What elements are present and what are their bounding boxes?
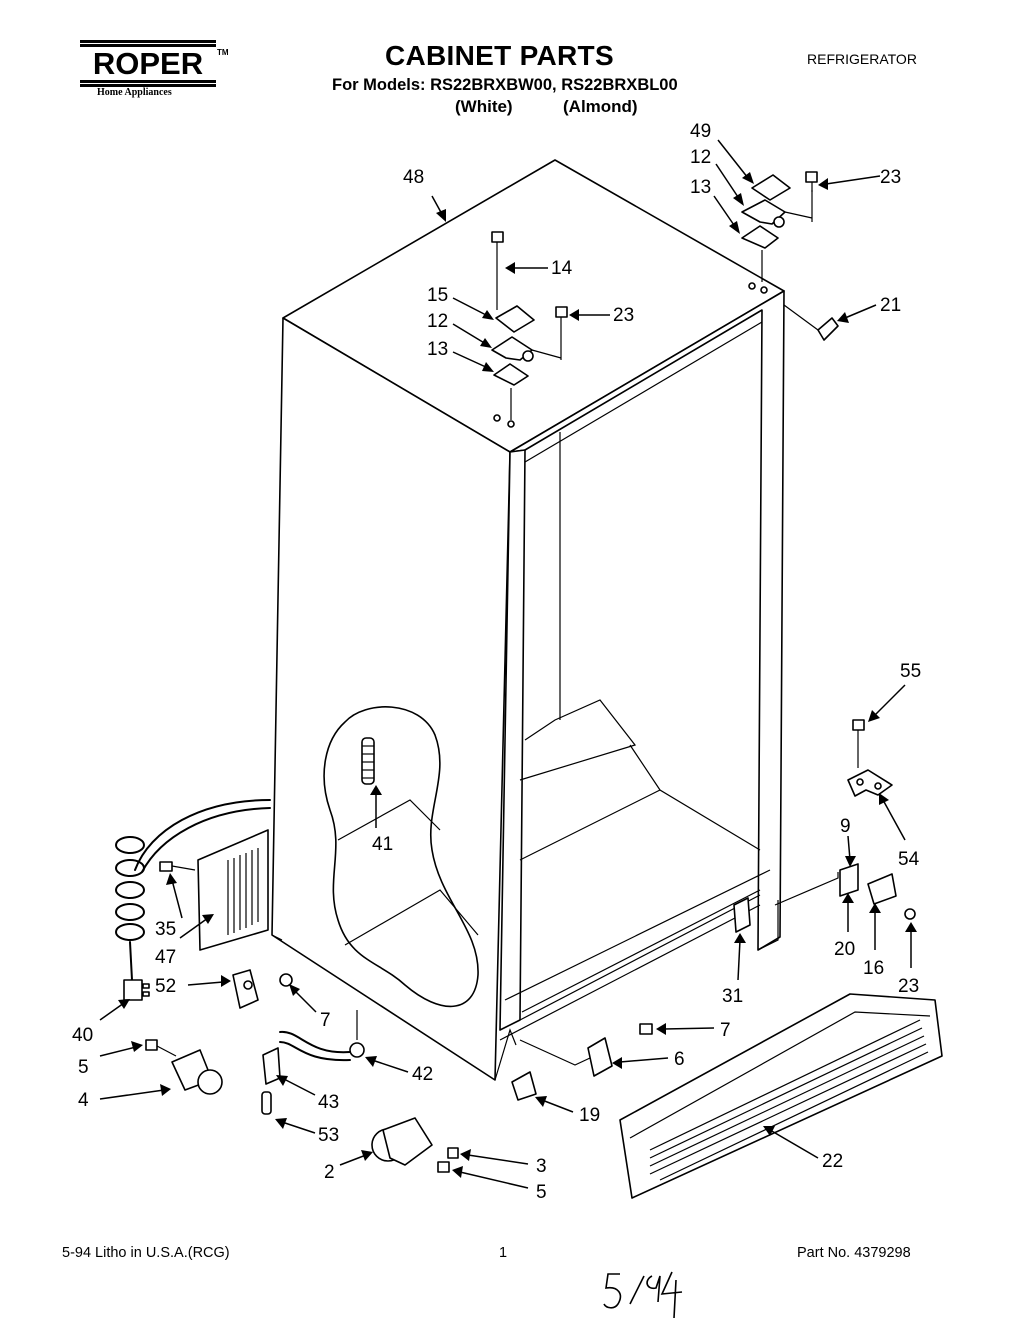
handwritten-date: [603, 1271, 683, 1319]
callout-labels: 48 49 12 13 23 14 15 23 12 13 21 55 41 9…: [72, 121, 921, 1203]
callout-7-right: 7: [720, 1020, 731, 1041]
page-title: CABINET PARTS: [385, 40, 614, 71]
callout-35: 35: [155, 919, 176, 940]
callout-21: 21: [880, 295, 901, 316]
trademark-mark: TM: [217, 48, 229, 57]
bottom-front-parts: [511, 1023, 653, 1101]
callout-5-bottom: 5: [536, 1182, 547, 1203]
callout-52: 52: [155, 976, 176, 997]
appliance-category: REFRIGERATOR: [807, 51, 917, 67]
callout-43: 43: [318, 1092, 339, 1113]
color-white-label: (White): [455, 97, 513, 116]
callout-23-right: 23: [898, 976, 919, 997]
roper-logo: ROPER TM Home Appliances: [80, 40, 229, 102]
callout-22: 22: [822, 1151, 843, 1172]
print-date: 5-94 Litho in U.S.A.(RCG): [62, 1245, 230, 1261]
brand-subtitle: Home Appliances: [97, 87, 172, 98]
callout-42: 42: [412, 1064, 433, 1085]
callout-47: 47: [155, 947, 176, 968]
callout-41: 41: [372, 834, 393, 855]
callout-3: 3: [536, 1156, 547, 1177]
front-roller-assembly: [371, 1117, 459, 1173]
side-cutaway: [323, 706, 479, 1008]
top-right-hinge-assembly: [741, 171, 818, 294]
color-almond-label: (Almond): [563, 97, 638, 116]
callout-16: 16: [863, 958, 884, 979]
callout-55: 55: [900, 661, 921, 682]
callout-31: 31: [722, 986, 743, 1007]
leader-arrows: [99, 139, 917, 1189]
callout-12-top-left: 12: [427, 311, 448, 332]
callout-23-top-left: 23: [613, 305, 634, 326]
callout-12-top-right: 12: [690, 147, 711, 168]
brand-name: ROPER: [92, 46, 204, 81]
callout-7-left: 7: [320, 1010, 331, 1031]
callout-6: 6: [674, 1049, 685, 1070]
callout-5-left: 5: [78, 1057, 89, 1078]
page-number: 1: [499, 1245, 508, 1261]
top-left-hinge-assembly: [491, 231, 568, 428]
callout-48: 48: [403, 167, 424, 188]
callout-19: 19: [579, 1105, 600, 1126]
callout-4: 4: [78, 1090, 89, 1111]
callout-9: 9: [840, 816, 851, 837]
model-numbers: For Models: RS22BRXBW00, RS22BRXBL00: [332, 76, 678, 94]
callout-54: 54: [898, 849, 920, 870]
callout-2: 2: [324, 1162, 335, 1183]
callout-40: 40: [72, 1025, 93, 1046]
part-21-bracket: [783, 304, 839, 341]
right-bracket-parts: [774, 719, 916, 920]
part-number: Part No. 4379298: [797, 1245, 911, 1261]
callout-15: 15: [427, 285, 448, 306]
control-box-and-cord: [115, 799, 271, 1001]
callout-13-top-left: 13: [427, 339, 448, 360]
cabinet-shell: [271, 159, 785, 1081]
part-52-and-7: [232, 969, 293, 1009]
callout-20: 20: [834, 939, 855, 960]
callout-23-top-right: 23: [880, 167, 901, 188]
callout-14: 14: [551, 258, 573, 279]
part-31-clip: [733, 897, 751, 933]
drain-tube-and-rollers: [145, 1010, 365, 1115]
callout-49: 49: [690, 121, 711, 142]
callout-53: 53: [318, 1125, 339, 1146]
base-grille: [619, 993, 943, 1199]
callout-13-top-right: 13: [690, 177, 711, 198]
